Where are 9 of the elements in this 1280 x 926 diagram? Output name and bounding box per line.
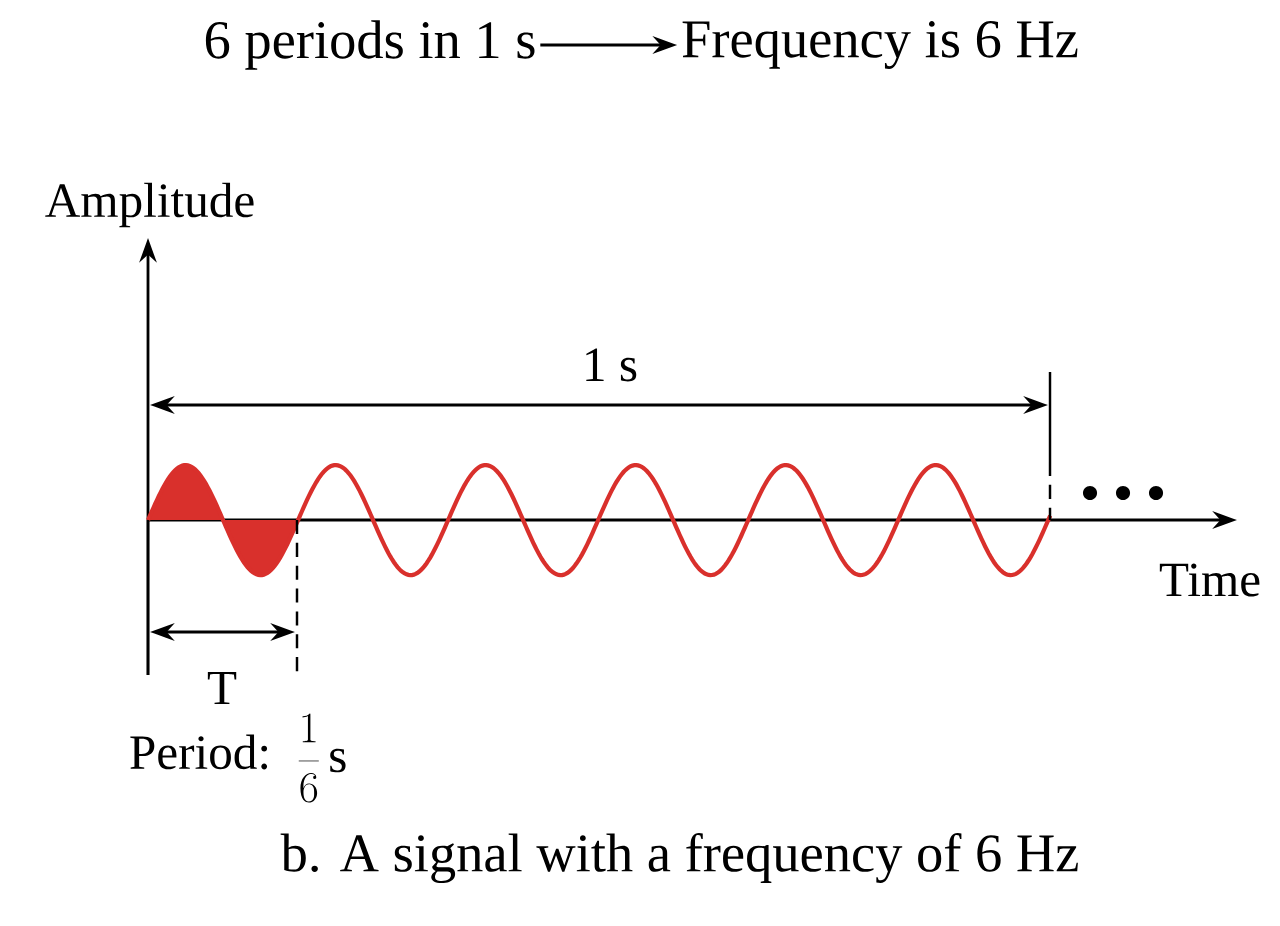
axis-label: Time bbox=[1159, 563, 1260, 597]
period-label: Period: bbox=[130, 734, 268, 770]
caption: b. A signal with a frequency of 6 Hz bbox=[280, 832, 1078, 884]
dimension-label: 1 s bbox=[586, 348, 637, 382]
dimension-label: T bbox=[207, 671, 237, 705]
title-text: 6 periods in 1 s bbox=[205, 20, 535, 70]
period-formula: $\frac{1}{6}\,\mathrm{s}$ bbox=[298, 713, 346, 803]
title-text: Frequency is 6 Hz bbox=[682, 21, 1078, 69]
axis-label: Amplitude bbox=[45, 182, 254, 228]
